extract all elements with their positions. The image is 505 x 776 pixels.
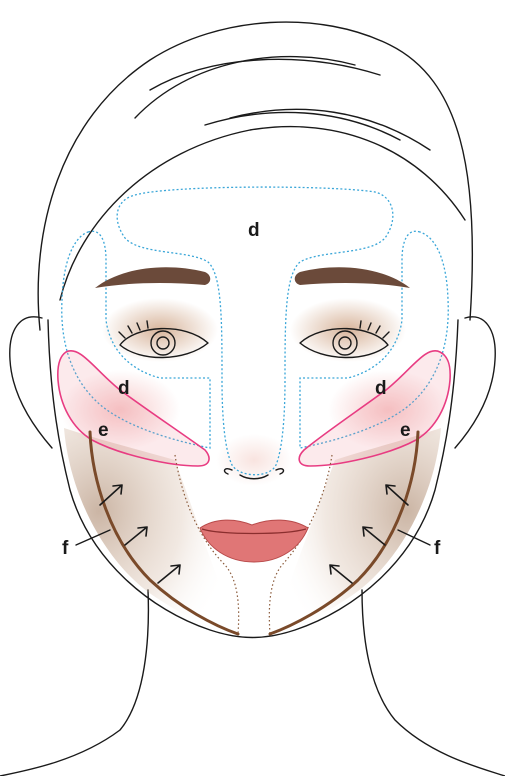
label-f-right: f [434, 538, 441, 559]
label-e-right: e [400, 420, 411, 441]
lips [200, 520, 308, 562]
eyebrow-left [95, 267, 210, 288]
label-d-forehead: d [248, 220, 260, 241]
label-e-left: e [98, 420, 109, 441]
label-f-left: f [62, 538, 69, 559]
label-d-cheek-left: d [118, 378, 130, 399]
eyebrow-right [295, 267, 410, 288]
label-d-cheek-right: d [375, 378, 387, 399]
neck [0, 590, 505, 776]
